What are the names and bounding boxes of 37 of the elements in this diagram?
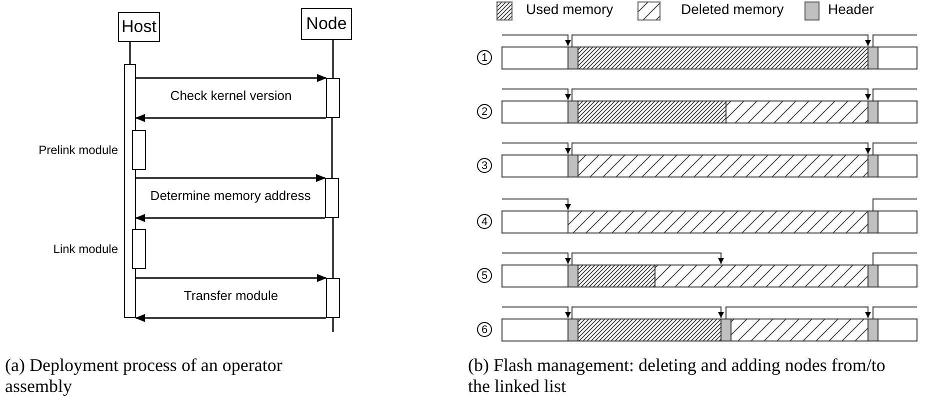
edge-label: Determine memory address — [148, 188, 313, 203]
activation-bar — [124, 64, 136, 318]
edge-label: Check kernel version — [168, 88, 294, 103]
participant-label: Node — [306, 14, 347, 34]
step-number: 3 — [477, 158, 492, 173]
message-arrow — [135, 314, 326, 322]
participant-label: Host — [122, 17, 156, 37]
step-label: Prelink module — [38, 143, 118, 157]
participant-box — [301, 8, 352, 40]
participant-box — [118, 12, 160, 42]
lifeline — [331, 118, 333, 178]
lifeline — [332, 218, 334, 278]
message-arrow — [135, 214, 325, 222]
lifeline — [129, 42, 131, 64]
figure-caption: (a) Deployment process of an operator assembly — [5, 355, 284, 397]
step-label: Link module — [53, 242, 118, 256]
step-number: 1 — [477, 50, 492, 65]
activation-bar — [325, 178, 339, 218]
activation-bar — [132, 229, 146, 269]
figure-caption: (b) Flash management: deleting and adding nodes from/to the linked list — [468, 355, 886, 397]
edge-label: Transfer module — [182, 288, 280, 303]
legend-label: Used memory — [526, 1, 614, 17]
activation-bar — [326, 78, 340, 118]
message-arrow — [136, 74, 327, 82]
activation-bar — [132, 130, 146, 170]
step-number: 5 — [477, 268, 492, 283]
step-number: 2 — [477, 104, 492, 119]
step-number: 4 — [477, 214, 492, 229]
activation-bar — [326, 278, 340, 318]
legend-label: Header — [828, 1, 874, 17]
step-number: 6 — [477, 322, 492, 337]
message-arrow — [136, 174, 326, 182]
legend-label: Deleted memory — [681, 1, 784, 17]
message-arrow — [136, 274, 327, 282]
lifeline — [332, 40, 334, 78]
lifeline — [332, 318, 334, 332]
message-arrow — [135, 114, 326, 122]
